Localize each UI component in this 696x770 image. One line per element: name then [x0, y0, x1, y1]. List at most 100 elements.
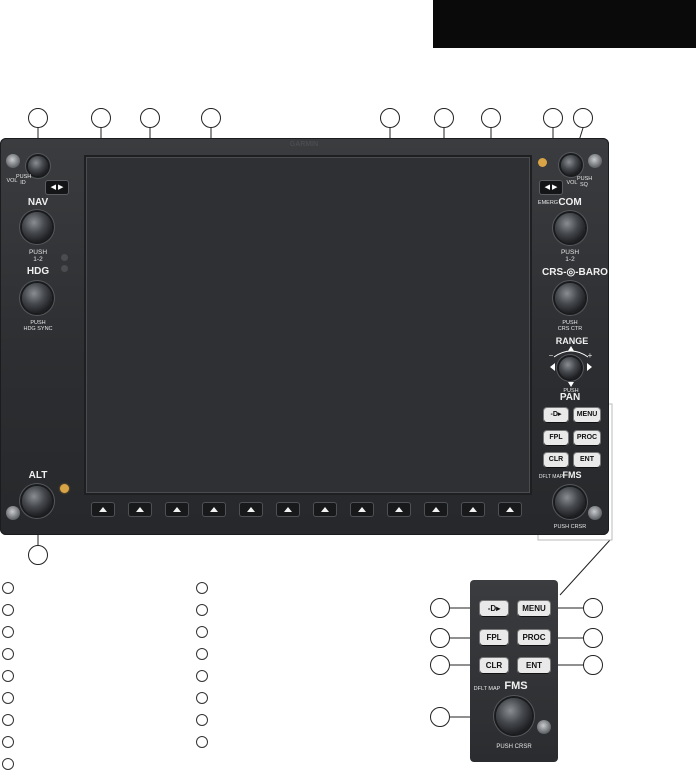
softkey-1[interactable]	[92, 503, 114, 516]
crs-push-label: PUSH CRS CTR	[557, 320, 583, 332]
hdg-push-label: PUSH HDG SYNC	[23, 320, 53, 332]
legend-circle-9	[2, 758, 14, 770]
softkey-2[interactable]	[129, 503, 151, 516]
softkey-8[interactable]	[351, 503, 373, 516]
legend-circle-3	[2, 626, 14, 638]
hdg-label: HDG	[26, 266, 50, 277]
nav-push-label: PUSH 1-2	[28, 249, 48, 263]
led-1	[61, 254, 68, 261]
callout-inset-fpl	[430, 628, 450, 648]
inset-fms-knob[interactable]	[496, 698, 532, 734]
hdg-knob[interactable]	[22, 283, 52, 313]
range-joystick[interactable]	[559, 357, 581, 379]
callout-1	[28, 108, 48, 128]
legend-circle-4	[2, 648, 14, 660]
softkey-3[interactable]	[166, 503, 188, 516]
callout-5	[380, 108, 400, 128]
legend-circle-13	[196, 648, 208, 660]
softkey-row	[92, 503, 522, 517]
legend-circle-6	[2, 692, 14, 704]
dflt-map-label: DFLT MAP	[538, 474, 564, 480]
legend-circle-14	[196, 670, 208, 682]
softkey-11[interactable]	[462, 503, 484, 516]
range-minus: −	[548, 351, 554, 360]
pan-push-label: PUSH	[563, 388, 579, 394]
screw-top-left	[6, 154, 20, 168]
com-label: COM	[558, 197, 582, 208]
direct-to-button[interactable]: -D▸	[544, 408, 568, 422]
nav-vol-label: VOL	[6, 178, 18, 184]
inset-proc-button[interactable]: PROC	[518, 630, 550, 645]
inset-clr-button[interactable]: CLR	[480, 658, 508, 673]
callout-4	[201, 108, 221, 128]
callout-7	[481, 108, 501, 128]
range-label: RANGE	[555, 336, 589, 346]
nav-volume-knob[interactable]	[28, 156, 48, 176]
range-joystick-arrows	[550, 346, 592, 387]
legend-circle-1	[2, 582, 14, 594]
legend-circle-11	[196, 604, 208, 616]
callout-inset-fms-knob	[430, 707, 450, 727]
softkey-12[interactable]	[499, 503, 521, 516]
inset-dflt-map-label: DFLT MAP	[473, 686, 501, 692]
softkey-7[interactable]	[314, 503, 336, 516]
inset-fpl-button[interactable]: FPL	[480, 630, 508, 645]
legend-circle-17	[196, 736, 208, 748]
com-swap-button[interactable]: ◀ ▶	[540, 181, 562, 194]
proc-button[interactable]: PROC	[574, 431, 600, 445]
screw-top-right	[588, 154, 602, 168]
emerg-label: EMERG	[537, 200, 559, 206]
legend-circle-5	[2, 670, 14, 682]
fpl-button[interactable]: FPL	[544, 431, 568, 445]
softkey-4[interactable]	[203, 503, 225, 516]
nav-knob[interactable]	[22, 212, 52, 242]
legend-circle-10	[196, 582, 208, 594]
crs-baro-label: CRS-◎-BARO	[542, 267, 608, 278]
com-vol-push-label: PUSH SQ	[577, 176, 593, 188]
com-volume-knob[interactable]	[561, 155, 581, 175]
callout-9	[573, 108, 593, 128]
legend-circle-2	[2, 604, 14, 616]
inset-screw	[537, 720, 551, 734]
callout-inset-ent	[583, 655, 603, 675]
inset-direct-to-button[interactable]: -D▸	[480, 601, 508, 616]
display-screen	[84, 155, 532, 495]
fms-knob[interactable]	[555, 487, 585, 517]
callout-inset-menu	[583, 598, 603, 618]
pan-label: PAN	[559, 392, 581, 403]
nav-swap-button[interactable]: ◀ ▶	[46, 181, 68, 194]
push-crsr-label: PUSH CRSR	[553, 524, 587, 530]
fms-label: FMS	[562, 470, 582, 480]
callout-8	[543, 108, 563, 128]
alt-label: ALT	[28, 470, 48, 481]
header-tab	[433, 0, 696, 48]
alt-knob[interactable]	[22, 486, 52, 516]
inset-ent-button[interactable]: ENT	[518, 658, 550, 673]
softkey-9[interactable]	[388, 503, 410, 516]
ent-button[interactable]: ENT	[574, 453, 600, 467]
com-push-label: PUSH 1-2	[560, 249, 580, 263]
callout-inset-direct-to	[430, 598, 450, 618]
inset-push-crsr-label: PUSH CRSR	[496, 744, 532, 750]
clr-button[interactable]: CLR	[544, 453, 568, 467]
softkey-6[interactable]	[277, 503, 299, 516]
inset-fms-label: FMS	[504, 680, 528, 692]
inset-menu-button[interactable]: MENU	[518, 601, 550, 616]
right-indicator-light	[538, 158, 547, 167]
com-vol-label: VOL	[566, 180, 578, 186]
screw-bottom-left	[6, 506, 20, 520]
brand-logo: GARMIN	[289, 141, 319, 148]
led-2	[61, 265, 68, 272]
callout-10	[28, 545, 48, 565]
com-knob[interactable]	[555, 213, 585, 243]
legend-circle-7	[2, 714, 14, 726]
softkey-5[interactable]	[240, 503, 262, 516]
legend-circle-16	[196, 714, 208, 726]
softkey-10[interactable]	[425, 503, 447, 516]
nav-label: NAV	[27, 197, 49, 208]
callout-inset-clr	[430, 655, 450, 675]
callout-inset-proc	[583, 628, 603, 648]
menu-button[interactable]: MENU	[574, 408, 600, 422]
left-indicator-light	[60, 484, 69, 493]
crs-baro-knob[interactable]	[555, 283, 585, 313]
